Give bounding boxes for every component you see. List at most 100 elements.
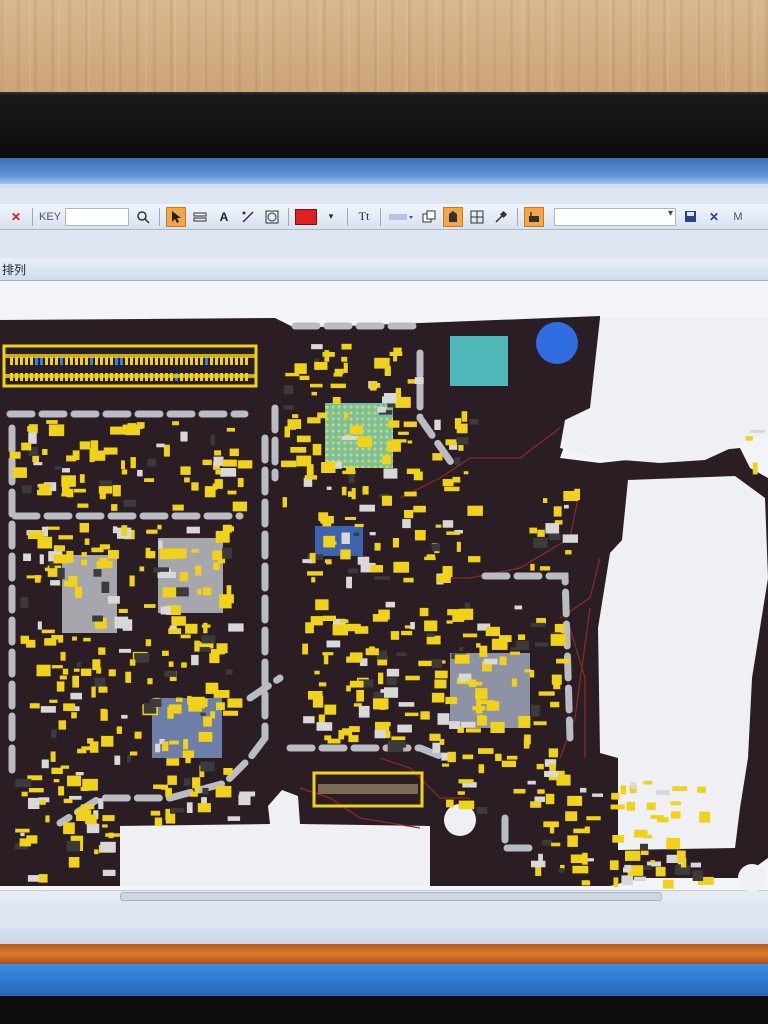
pcb-pad	[51, 729, 57, 738]
pcb-pad	[150, 810, 161, 816]
pcb-pad	[168, 661, 174, 667]
pcb-pad	[62, 468, 70, 473]
pcb-pad	[403, 421, 417, 428]
pcb-pad	[108, 550, 119, 559]
pcb-pad	[227, 816, 241, 821]
pcb-pad	[419, 607, 429, 617]
pcb-pad	[281, 460, 297, 468]
pcb-pad	[69, 795, 82, 800]
pcb-pad	[89, 741, 99, 753]
pcb-pad	[294, 363, 307, 374]
chevron-down-icon[interactable]: ▾	[328, 211, 334, 221]
pcb-pad	[475, 709, 483, 714]
pcb-pad	[405, 675, 420, 681]
pcb-pad	[396, 652, 407, 657]
pcb-pad	[542, 839, 553, 846]
pcb-pad	[26, 639, 36, 648]
pcb-pad	[530, 563, 535, 571]
tab-strip: 排列	[0, 258, 768, 281]
search-icon[interactable]	[133, 207, 153, 227]
pcb-pad	[627, 865, 644, 876]
pcb-pad	[202, 587, 212, 596]
pcb-pad	[27, 875, 39, 882]
pcb-pad	[86, 823, 100, 834]
pcb-pad	[61, 475, 76, 487]
pcb-pad	[27, 426, 34, 432]
pcb-pad	[697, 876, 714, 885]
pcb-pad	[374, 357, 390, 369]
pcb-pad	[533, 537, 548, 548]
toolbar-separator	[32, 207, 33, 226]
pcb-pad	[699, 811, 711, 823]
pcb-pad	[491, 638, 508, 650]
color-icon[interactable]	[295, 208, 318, 225]
pcb-pad	[199, 641, 214, 649]
component-icon[interactable]	[524, 206, 545, 227]
tab-arrange[interactable]: 排列	[2, 263, 27, 277]
pcb-pad	[28, 446, 38, 456]
pcb-pad	[84, 538, 90, 545]
circle-icon[interactable]	[262, 207, 282, 227]
pcb-pad	[114, 755, 121, 765]
pcb-pad	[456, 437, 469, 445]
select-arrow-icon[interactable]	[166, 206, 187, 227]
key-input[interactable]	[65, 207, 130, 226]
pcb-pad	[98, 486, 113, 494]
m-icon[interactable]: M	[733, 210, 743, 223]
close-icon[interactable]: ✕	[708, 209, 720, 224]
pcb-pad	[321, 462, 336, 473]
pcb-pad	[534, 642, 549, 647]
pcb-pad	[80, 668, 92, 676]
pcb-pad	[378, 672, 384, 685]
pcb-pad	[296, 455, 312, 467]
pcb-pad	[381, 495, 392, 506]
pcb-pad	[340, 549, 351, 560]
pcb-pad	[186, 802, 193, 813]
pcb-pad	[377, 655, 388, 666]
close-x-icon[interactable]: ✕	[10, 209, 22, 224]
pcb-pad	[349, 726, 360, 732]
pcb-pad	[323, 535, 336, 548]
save-icon[interactable]	[680, 207, 700, 227]
pcb-pad	[229, 448, 239, 457]
pin-icon[interactable]	[491, 207, 511, 227]
pcb-pad	[87, 738, 94, 744]
pcb-pad	[373, 691, 384, 698]
pcb-pad	[611, 792, 620, 800]
pcb-pad	[341, 436, 357, 441]
table-icon[interactable]	[467, 207, 487, 227]
pcb-pad	[752, 462, 758, 475]
pcb-pad	[184, 778, 191, 786]
pcb-pad	[339, 619, 349, 623]
text-a-icon[interactable]: A	[219, 209, 229, 224]
pcb-pad	[610, 804, 625, 810]
pcb-board-view[interactable]	[0, 158, 768, 898]
grid-icon[interactable]	[387, 207, 415, 227]
pcb-pad	[110, 426, 126, 435]
pcb-pad	[317, 412, 328, 419]
pcb-pad	[346, 685, 351, 692]
layer-select[interactable]	[554, 207, 677, 226]
connector-pin	[195, 357, 198, 365]
pcb-pad	[586, 816, 601, 821]
pcb-pad	[172, 421, 179, 426]
copy-icon[interactable]	[419, 207, 439, 227]
layer-icon[interactable]	[190, 207, 210, 227]
text-size-icon[interactable]: Tt	[358, 209, 370, 223]
pcb-pad	[424, 556, 436, 561]
connector-pin	[70, 357, 73, 365]
pcb-pad	[311, 391, 317, 396]
pcb-pad	[386, 677, 397, 686]
horizontal-scrollbar[interactable]	[0, 890, 768, 901]
scrollbar-thumb[interactable]	[120, 892, 662, 901]
pcb-pad	[307, 417, 321, 424]
pcb-pad	[454, 457, 461, 465]
move-icon[interactable]	[443, 206, 464, 227]
pcb-pad	[398, 702, 415, 707]
pcb-pad	[79, 474, 85, 483]
pcb-pad	[163, 444, 170, 457]
pcb-pad	[322, 352, 335, 357]
pcb-pad	[384, 365, 391, 376]
connector-pin	[150, 357, 153, 365]
wire-icon[interactable]	[238, 207, 258, 227]
